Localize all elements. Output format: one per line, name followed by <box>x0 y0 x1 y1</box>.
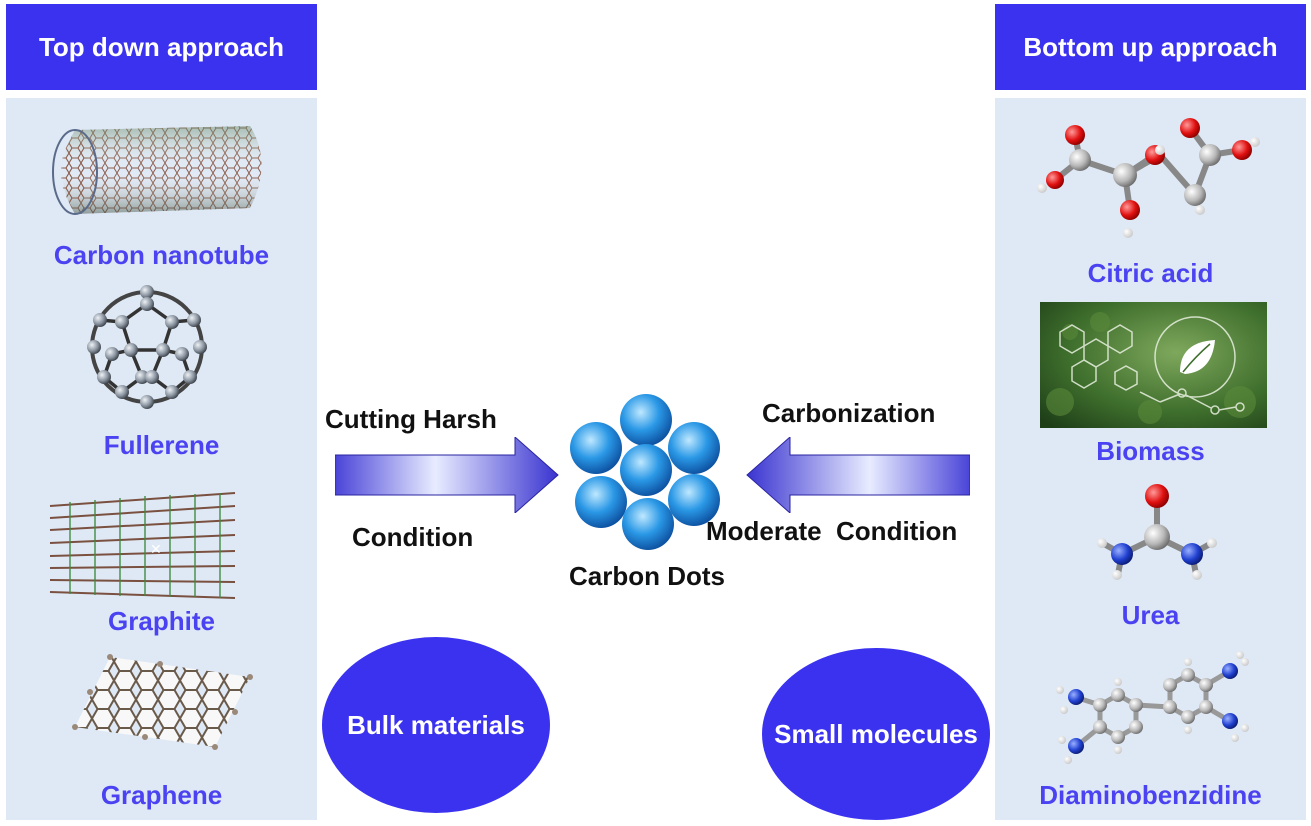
fullerene-illustration <box>87 285 207 409</box>
right-arrow <box>746 437 970 513</box>
bottom-up-panel <box>995 98 1306 820</box>
cutting-harsh-label: Cutting Harsh <box>325 404 497 434</box>
urea-illustration <box>1097 484 1217 580</box>
graphene-illustration <box>72 654 253 750</box>
small-molecules-ellipse: Small molecules <box>762 648 990 820</box>
moderate-condition-label: Moderate Condition <box>706 516 958 546</box>
carbonization-label: Carbonization <box>762 398 936 428</box>
bulk-materials-ellipse: Bulk materials <box>322 637 550 813</box>
carbon-dots-illustration <box>570 394 720 550</box>
citric-acid-label: Citric acid <box>1087 258 1214 288</box>
bottom-up-header: Bottom up approach <box>995 4 1306 90</box>
graphite-illustration: ✕ <box>49 492 236 599</box>
diaminobenzidine-illustration <box>1056 651 1249 764</box>
condition-label: Condition <box>352 522 474 552</box>
graphene-label: Graphene <box>100 780 223 810</box>
biomass-illustration <box>1040 302 1267 428</box>
diaminobenzidine-label: Diaminobenzidine <box>1039 780 1262 810</box>
svg-text:✕: ✕ <box>150 542 162 558</box>
carbon-dots-label: Carbon Dots <box>569 561 725 591</box>
citric-acid-illustration <box>1037 118 1260 238</box>
urea-label: Urea <box>1121 600 1180 630</box>
biomass-label: Biomass <box>1096 436 1205 466</box>
fullerene-label: Fullerene <box>103 430 220 460</box>
top-down-header: Top down approach <box>6 4 317 90</box>
left-arrow <box>335 437 559 513</box>
carbon-nanotube-label: Carbon nanotube <box>53 240 270 270</box>
carbon-nanotube-illustration <box>52 126 262 215</box>
graphite-label: Graphite <box>108 606 215 636</box>
